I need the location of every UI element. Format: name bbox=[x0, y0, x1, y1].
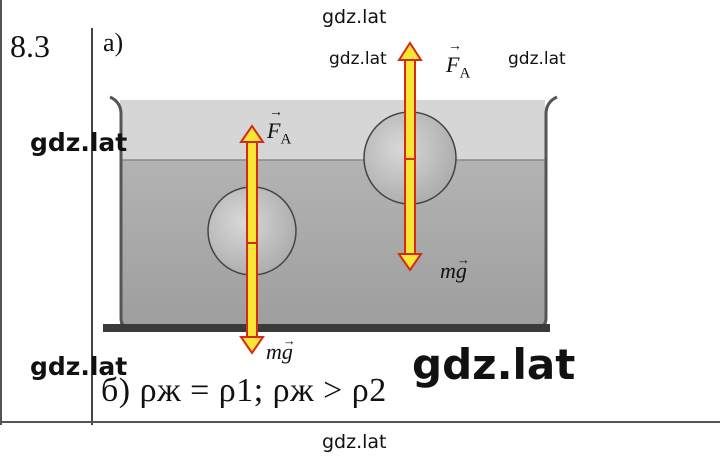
part-a-label: a) bbox=[103, 28, 124, 57]
watermark-left-2: gdz.lat bbox=[30, 352, 128, 381]
table-base bbox=[103, 324, 550, 332]
watermark-right-1: gdz.lat bbox=[329, 49, 387, 69]
glass-air-region bbox=[120, 100, 545, 160]
watermark-right-2: gdz.lat bbox=[508, 49, 566, 69]
column-divider-line bbox=[91, 28, 93, 425]
gravity-label-left: mg→ bbox=[266, 333, 296, 364]
watermark-big: gdz.lat bbox=[412, 340, 576, 389]
left-border-line bbox=[0, 0, 2, 425]
buoyant-force-label-left: → FA bbox=[267, 105, 292, 148]
buoyant-force-label-right: → FA bbox=[446, 39, 471, 82]
watermark-bottom: gdz.lat bbox=[322, 431, 387, 453]
gravity-arrow-right bbox=[397, 158, 423, 272]
watermark-top: gdz.lat bbox=[322, 6, 387, 28]
gravity-arrow-left bbox=[239, 242, 265, 355]
liquid bbox=[120, 160, 545, 328]
task-number: 8.3 bbox=[10, 28, 50, 64]
gravity-label-right: mg→ bbox=[440, 252, 470, 283]
watermark-left-1: gdz.lat bbox=[30, 128, 128, 157]
bottom-rule bbox=[0, 421, 720, 423]
answer-b: б) ρж = ρ1; ρж > ρ2 bbox=[101, 372, 387, 409]
